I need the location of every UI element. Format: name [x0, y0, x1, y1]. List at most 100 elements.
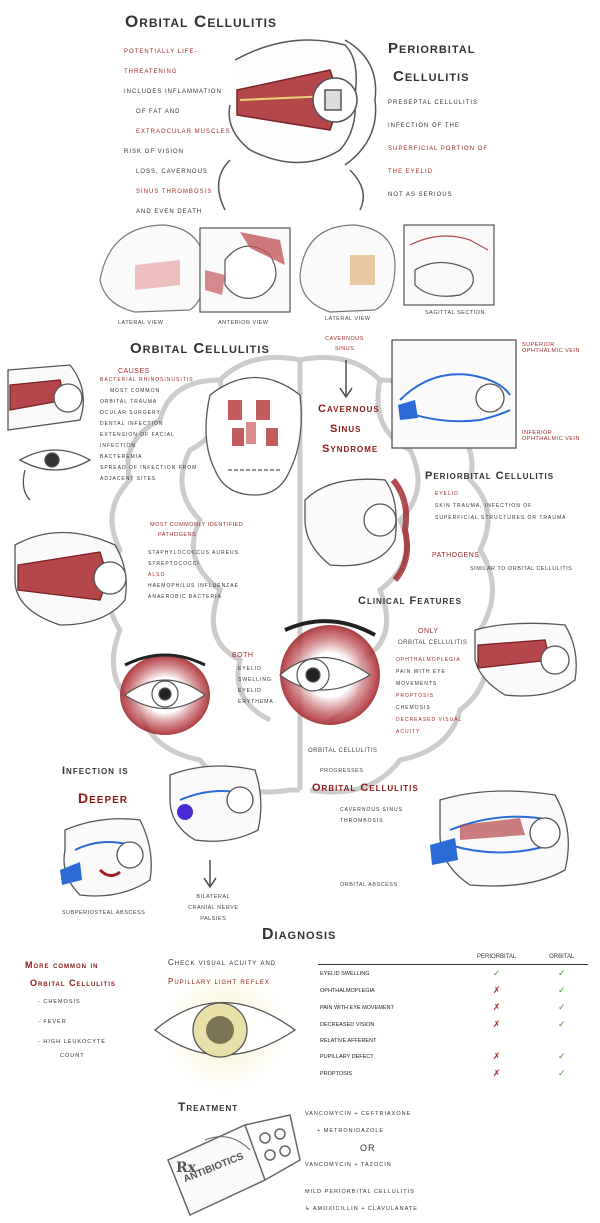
- sagittal-box-1: [403, 224, 495, 306]
- table-header: Periorbital: [457, 950, 536, 965]
- note-line: Infection of the: [388, 123, 460, 129]
- check-icon: ✓: [557, 1002, 566, 1012]
- title-orbital-cellulitis-2: Orbital Cellulitis: [130, 340, 270, 357]
- rx-label: Rx: [176, 1160, 196, 1176]
- treatment-line: ↳ Amoxicillin + Clavulanate: [305, 1206, 418, 1212]
- orbit-sagittal-drawing-4: [14, 531, 127, 626]
- periorbital-list: Eyelid Skin trauma, infection of superfi…: [435, 488, 585, 524]
- treatment-list: Vancomycin + Ceftriaxone + Metronidazole…: [305, 1106, 475, 1218]
- cavernous-label-2: Sinus: [335, 346, 355, 352]
- check-icon: ✓: [557, 968, 566, 978]
- caption: Orbital abscess: [340, 882, 398, 888]
- diagnosis-title: Diagnosis: [262, 926, 337, 943]
- table-header: [318, 950, 458, 965]
- row-label: Eyelid swelling: [320, 970, 370, 977]
- periorbital-notes: Preseptal cellulitis Infection of the su…: [388, 92, 498, 207]
- only-item: Proptosis: [396, 693, 435, 699]
- both-list: Eyelid swelling Eyelid erythema: [238, 664, 274, 708]
- cause-item: Spread of infection from adjacent sites: [100, 465, 198, 482]
- eye-orbital-drawing: [279, 619, 380, 725]
- antibiotics-box-drawing: [167, 1114, 301, 1217]
- cause-item: Dental infection: [100, 421, 164, 427]
- row-label: Decreased vision: [320, 1021, 375, 1028]
- vein-label: Superior ophthalmic vein: [522, 342, 580, 354]
- lower-item: Cavernous sinus thrombosis: [340, 807, 403, 824]
- check-icon: ✓: [492, 968, 501, 978]
- periorbital-item: Eyelid: [435, 491, 459, 497]
- note-line: sinus thrombosis: [136, 189, 213, 195]
- diagnosis-table: Periorbital Orbital Eyelid swelling ✓ ✓ Op…: [318, 950, 588, 1082]
- causes-list: Bacterial rhinosinusitis Most common Orb…: [100, 375, 210, 485]
- cause-item: Bacterial rhinosinusitis: [100, 377, 194, 383]
- table-row: Ophthalmoplegia✗✓: [318, 982, 588, 999]
- pathogen-item: Haemophilus influenzae: [148, 583, 239, 589]
- row-label: Ophthalmoplegia: [320, 987, 375, 994]
- treatment-line: Vancomycin + Tazocin: [305, 1162, 392, 1168]
- anterior-orbit-box-1: [199, 227, 291, 313]
- face-sinus-drawing: [205, 376, 302, 496]
- cavernous-sinus-box: [391, 339, 517, 449]
- caption: Anterior view: [218, 320, 269, 326]
- cav-title-2: Sinus: [330, 423, 362, 435]
- orbit-deeper-drawing-1: [60, 818, 152, 897]
- periorbital-item: superficial structures or trauma: [435, 515, 567, 521]
- table-row: Eyelid swelling ✓ ✓: [318, 965, 588, 983]
- only-item: Chemosis: [396, 705, 431, 711]
- title-periorbital-2: Cellulitis: [393, 68, 470, 85]
- orbital-cellulitis-label-2: Orbital Cellulitis: [312, 782, 419, 794]
- cross-icon: ✗: [492, 1019, 501, 1029]
- eye-visual-acuity-drawing: [153, 968, 297, 1092]
- note-line: superficial portion of: [388, 146, 489, 152]
- row-label: pupillary defect: [320, 1053, 374, 1060]
- periorbital-item: Skin trauma, infection of: [435, 503, 533, 509]
- empty-cell: [535, 1033, 588, 1048]
- note-line: Not as serious: [388, 192, 453, 198]
- note-line: Risk of vision: [124, 149, 185, 155]
- periorbital-title-2: Periorbital Cellulitis: [425, 470, 555, 482]
- pathogen-item: Anaerobic bacteria: [148, 594, 222, 600]
- check-icon: ✓: [557, 985, 566, 995]
- table-row: pupillary defect✗✓: [318, 1048, 588, 1065]
- table-row: Decreased vision ✗ ✓: [318, 1016, 588, 1033]
- orbit-sagittal-drawing-5: [474, 622, 577, 697]
- cross-icon: ✗: [492, 1068, 501, 1078]
- cavernous-label-1: Cavernous: [325, 336, 364, 342]
- check-icon: ✓: [557, 1019, 566, 1029]
- treatment-line: + Metronidazole: [317, 1128, 385, 1134]
- table-row: Relative afferent: [318, 1033, 588, 1048]
- note-line: Potentially life-threatening: [124, 49, 198, 75]
- check-icon: ✓: [557, 1051, 566, 1061]
- lower-list: Cavernous sinus thrombosis: [340, 805, 440, 827]
- eye-side-drawing: [18, 449, 92, 501]
- both-heading: Both: [232, 652, 254, 659]
- orbit-sagittal-drawing-1: [217, 39, 377, 211]
- palsy-line: cranial nerve: [188, 905, 239, 911]
- check-icon: ✓: [557, 1068, 566, 1078]
- caption: Lateral view: [118, 320, 164, 326]
- pathogen-list: Staphylococcus aureus Streptococci Also …: [148, 548, 258, 603]
- pathogen-item: Also: [148, 572, 166, 578]
- cause-item: Most common: [110, 388, 161, 394]
- note-line: loss, cavernous: [136, 169, 208, 175]
- treatment-title: Treatment: [178, 1100, 239, 1114]
- orbital-cellulitis-label: Orbital Cellulitis: [308, 748, 378, 754]
- only-item: Ophthalmoplegia: [396, 657, 461, 663]
- orbit-sagittal-drawing-2: [7, 364, 84, 431]
- deeper-label: Deeper: [78, 790, 129, 806]
- table-header-row: Periorbital Orbital: [318, 950, 588, 965]
- more-common-2: Orbital Cellulitis: [30, 978, 116, 988]
- cross-icon: ✗: [492, 1002, 501, 1012]
- cav-title-3: Syndrome: [322, 443, 379, 455]
- most-common-1: Most commonly identified: [150, 522, 244, 528]
- more-item: - Chemosis: [38, 999, 81, 1005]
- more-item: count: [60, 1053, 85, 1059]
- note-line: extraocular muscles: [136, 129, 231, 135]
- eye-periorbital-drawing: [120, 653, 210, 735]
- cause-item: Extension of facial infection: [100, 432, 175, 449]
- table-header: Orbital: [535, 950, 588, 965]
- treatment-line: Vancomycin + Ceftriaxone: [305, 1111, 412, 1117]
- note-line: the eyelid: [388, 169, 434, 175]
- bilateral-palsy: Bilateral cranial nerve palsies: [188, 892, 239, 925]
- palsy-line: Bilateral: [196, 894, 231, 900]
- orbit-sagittal-drawing-3: [304, 478, 410, 582]
